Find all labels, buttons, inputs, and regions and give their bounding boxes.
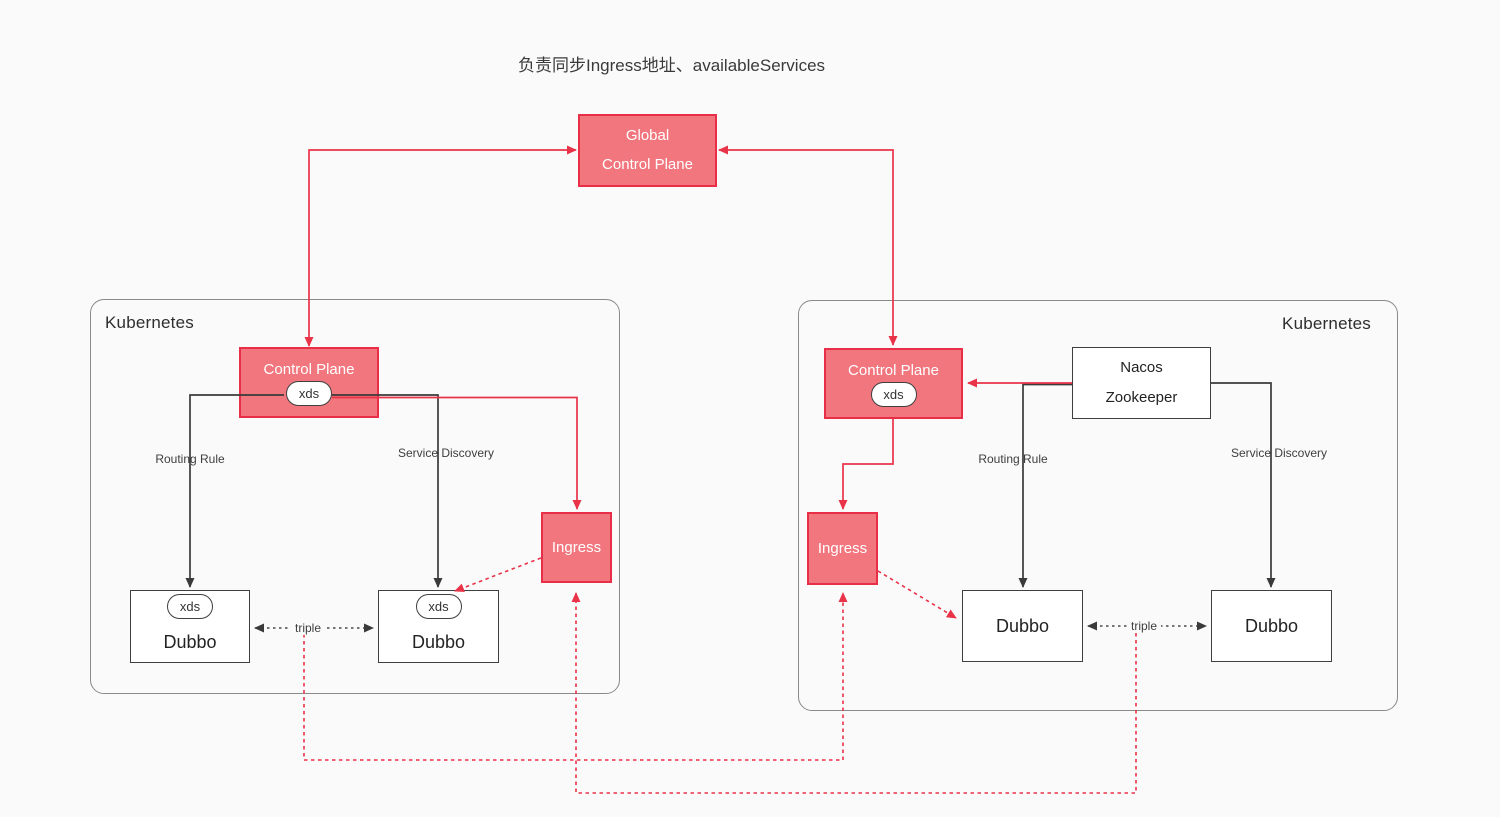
edge-label-service-discovery-right: Service Discovery (1230, 446, 1328, 460)
dubbo-label: Dubbo (1244, 615, 1299, 636)
control-plane-node-right: Control Plane xds (824, 348, 963, 419)
xds-badge: xds (870, 382, 917, 407)
edge-label-service-discovery-left: Service Discovery (397, 446, 495, 460)
registry-line2: Zookeeper (1105, 389, 1178, 406)
dubbo-label: Dubbo (163, 632, 217, 652)
xds-badge: xds (167, 594, 213, 619)
global-cp-line1: Global (625, 127, 670, 144)
edge-label-routing-rule-left: Routing Rule (155, 452, 225, 466)
registry-line1: Nacos (1120, 359, 1163, 376)
control-plane-node-left: Control Plane xds (239, 347, 379, 418)
edge-label-triple-right: triple (1126, 619, 1162, 633)
global-control-plane-node: Global Control Plane (578, 114, 717, 187)
edge-label-routing-rule-right: Routing Rule (978, 452, 1048, 466)
cluster-label: Kubernetes (105, 313, 194, 332)
dubbo-node-right-b: Dubbo (1211, 590, 1332, 662)
control-plane-label: Control Plane (263, 361, 355, 378)
dubbo-label: Dubbo (995, 615, 1050, 636)
xds-badge: xds (286, 381, 332, 406)
dubbo-label: Dubbo (411, 632, 466, 652)
edge-label-triple-left: triple (290, 621, 326, 635)
dubbo-node-right-a: Dubbo (962, 590, 1083, 662)
ingress-label: Ingress (551, 539, 602, 556)
xds-badge: xds (415, 594, 462, 619)
cluster-label: Kubernetes (1282, 314, 1371, 333)
dubbo-node-left-a: xds Dubbo (130, 590, 250, 663)
ingress-node-right: Ingress (807, 512, 878, 585)
control-plane-label: Control Plane (848, 362, 939, 379)
dubbo-node-left-b: xds Dubbo (378, 590, 499, 663)
diagram-title: 负责同步Ingress地址、availableServices (518, 56, 826, 75)
registry-node: Nacos Zookeeper (1072, 347, 1211, 419)
global-cp-line2: Control Plane (602, 156, 693, 173)
ingress-node-left: Ingress (541, 512, 612, 583)
ingress-label: Ingress (817, 540, 868, 557)
